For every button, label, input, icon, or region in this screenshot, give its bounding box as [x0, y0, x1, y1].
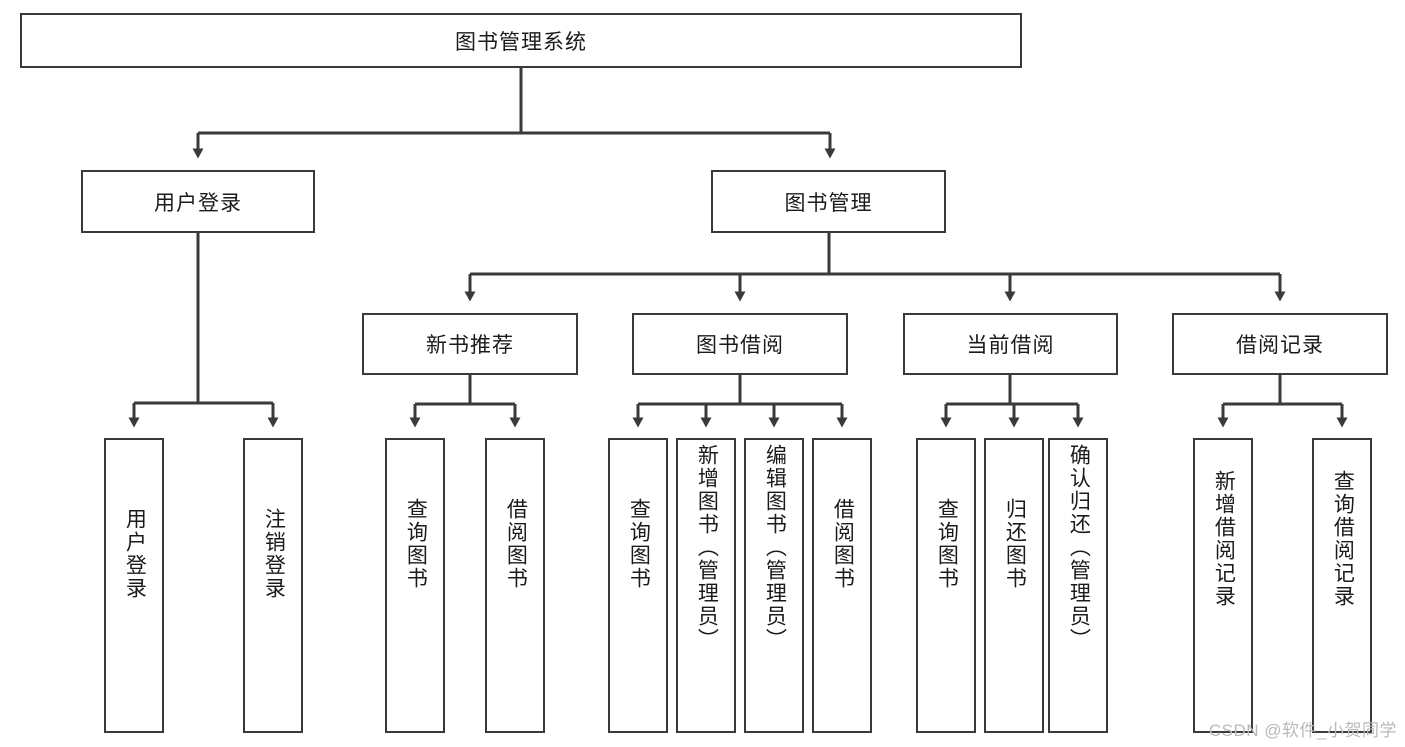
- node-leaf-query-book-2-label: 查询图书: [627, 498, 651, 590]
- node-user-login[interactable]: 用户登录: [81, 170, 315, 233]
- node-leaf-confirm-return-label: 确认归还（管理员）: [1067, 444, 1091, 651]
- node-current-borrow-label: 当前借阅: [966, 334, 1055, 357]
- node-leaf-query-record[interactable]: 查询借阅记录: [1312, 438, 1372, 733]
- node-leaf-add-book[interactable]: 新增图书（管理员）: [676, 438, 736, 733]
- node-new-book-rec[interactable]: 新书推荐: [362, 313, 578, 375]
- node-leaf-borrow-book-2[interactable]: 借阅图书: [812, 438, 872, 733]
- node-leaf-confirm-return[interactable]: 确认归还（管理员）: [1048, 438, 1108, 733]
- node-borrow-record-label: 借阅记录: [1236, 334, 1324, 357]
- node-leaf-query-record-label: 查询借阅记录: [1331, 470, 1355, 608]
- node-book-manage-label: 图书管理: [784, 191, 873, 215]
- node-leaf-add-book-label: 新增图书（管理员）: [695, 444, 719, 651]
- node-leaf-logout-label: 注销登录: [262, 508, 286, 600]
- node-leaf-query-book-3-label: 查询图书: [935, 498, 959, 590]
- node-leaf-add-record[interactable]: 新增借阅记录: [1193, 438, 1253, 733]
- node-leaf-borrow-book-1[interactable]: 借阅图书: [485, 438, 545, 733]
- node-new-book-rec-label: 新书推荐: [426, 334, 514, 357]
- node-leaf-edit-book[interactable]: 编辑图书（管理员）: [744, 438, 804, 733]
- node-borrow-record[interactable]: 借阅记录: [1172, 313, 1388, 375]
- csdn-watermark: CSDN @软件_小贺同学: [1208, 721, 1397, 740]
- node-leaf-borrow-book-2-label: 借阅图书: [831, 498, 855, 590]
- node-leaf-user-login[interactable]: 用户登录: [104, 438, 164, 733]
- node-leaf-add-record-label: 新增借阅记录: [1212, 470, 1236, 608]
- node-book-manage[interactable]: 图书管理: [711, 170, 946, 233]
- node-leaf-query-book-1-label: 查询图书: [404, 498, 428, 590]
- node-leaf-query-book-3[interactable]: 查询图书: [916, 438, 976, 733]
- node-leaf-return-book-label: 归还图书: [1003, 498, 1027, 590]
- node-root-label: 图书管理系统: [455, 30, 587, 54]
- node-book-borrow-label: 图书借阅: [696, 334, 784, 357]
- node-user-login-label: 用户登录: [154, 191, 242, 215]
- node-root[interactable]: 图书管理系统: [20, 13, 1022, 68]
- node-current-borrow[interactable]: 当前借阅: [903, 313, 1118, 375]
- node-leaf-user-login-label: 用户登录: [123, 508, 147, 600]
- node-leaf-query-book-2[interactable]: 查询图书: [608, 438, 668, 733]
- node-leaf-logout[interactable]: 注销登录: [243, 438, 303, 733]
- node-leaf-edit-book-label: 编辑图书（管理员）: [763, 444, 787, 651]
- node-leaf-query-book-1[interactable]: 查询图书: [385, 438, 445, 733]
- node-leaf-return-book[interactable]: 归还图书: [984, 438, 1044, 733]
- node-leaf-borrow-book-1-label: 借阅图书: [504, 498, 528, 590]
- node-book-borrow[interactable]: 图书借阅: [632, 313, 848, 375]
